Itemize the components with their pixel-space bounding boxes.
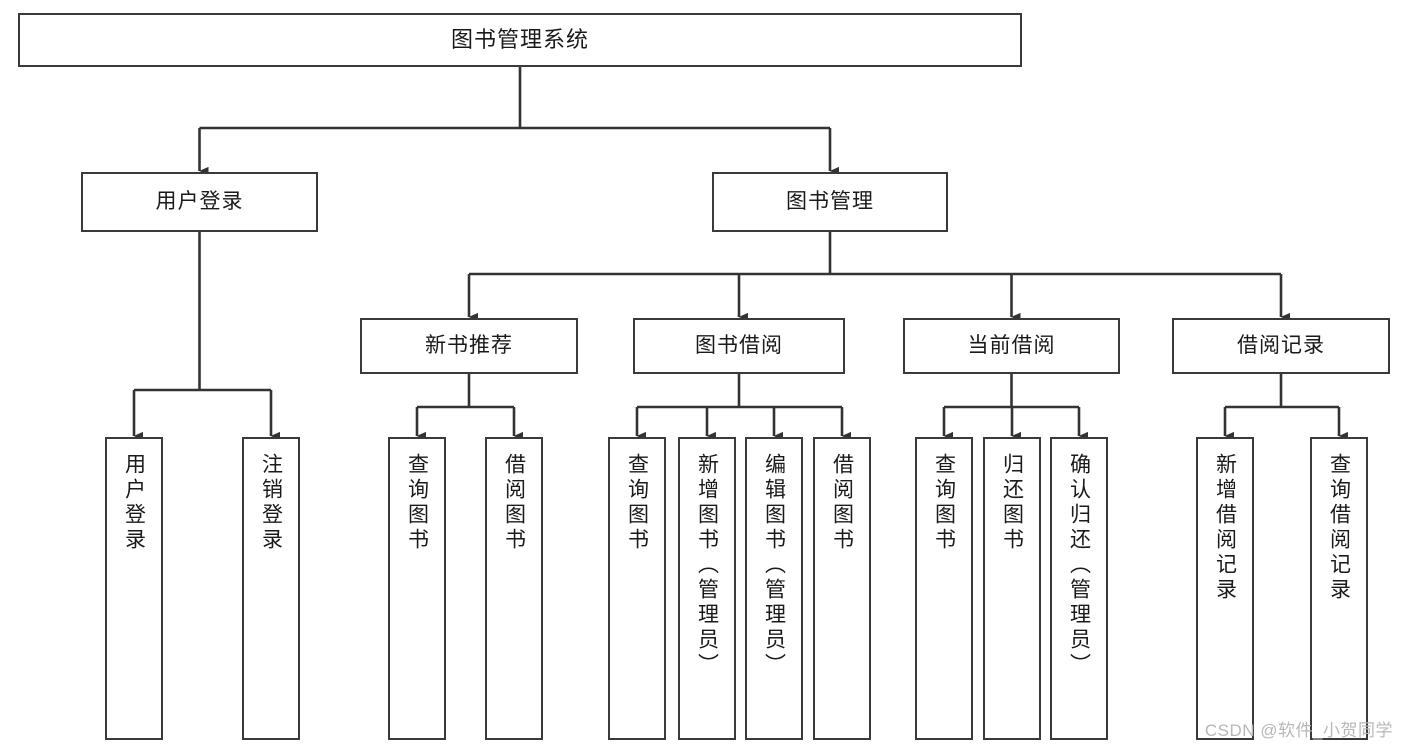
node-leaf-borrow-book-2[interactable]: 借阅图书 <box>813 437 871 740</box>
node-label-leaf-query-book-2: 查询图书 <box>625 453 649 553</box>
node-book-manage[interactable]: 图书管理 <box>712 172 948 232</box>
node-leaf-query-record[interactable]: 查询借阅记录 <box>1310 437 1368 740</box>
node-leaf-query-book-2[interactable]: 查询图书 <box>608 437 666 740</box>
node-current-borrow[interactable]: 当前借阅 <box>903 318 1120 374</box>
node-label-leaf-query-book-3: 查询图书 <box>932 453 956 553</box>
node-leaf-user-logout[interactable]: 注销登录 <box>242 437 300 740</box>
node-leaf-edit-book[interactable]: 编辑图书（管理员） <box>745 437 803 740</box>
node-borrow-record[interactable]: 借阅记录 <box>1172 318 1390 374</box>
node-leaf-confirm-return[interactable]: 确认归还（管理员） <box>1050 437 1108 740</box>
node-label-leaf-add-record: 新增借阅记录 <box>1213 453 1237 603</box>
node-label-leaf-borrow-book-1: 借阅图书 <box>502 453 526 553</box>
node-label-leaf-add-book: 新增图书（管理员） <box>695 453 719 678</box>
node-leaf-borrow-book-1[interactable]: 借阅图书 <box>485 437 543 740</box>
node-label-leaf-edit-book: 编辑图书（管理员） <box>762 453 786 678</box>
node-label-book-manage: 图书管理 <box>786 190 874 214</box>
node-label-book-borrow: 图书借阅 <box>695 334 783 358</box>
node-label-leaf-borrow-book-2: 借阅图书 <box>830 453 854 553</box>
edge-group <box>132 67 1349 441</box>
node-label-leaf-query-record: 查询借阅记录 <box>1327 453 1351 603</box>
node-leaf-add-record[interactable]: 新增借阅记录 <box>1196 437 1254 740</box>
node-label-current-borrow: 当前借阅 <box>967 334 1056 358</box>
node-label-leaf-user-login: 用户登录 <box>122 453 146 553</box>
node-label-leaf-confirm-return: 确认归还（管理员） <box>1067 453 1091 678</box>
node-leaf-add-book[interactable]: 新增图书（管理员） <box>678 437 736 740</box>
node-label-leaf-query-book-1: 查询图书 <box>405 453 429 553</box>
node-label-leaf-user-logout: 注销登录 <box>259 453 283 553</box>
node-user-login[interactable]: 用户登录 <box>81 172 318 232</box>
node-root[interactable]: 图书管理系统 <box>18 13 1022 67</box>
node-label-borrow-record: 借阅记录 <box>1237 334 1325 358</box>
node-label-leaf-return-book: 归还图书 <box>1000 453 1024 553</box>
node-leaf-user-login[interactable]: 用户登录 <box>105 437 163 740</box>
node-leaf-query-book-1[interactable]: 查询图书 <box>388 437 446 740</box>
node-book-borrow[interactable]: 图书借阅 <box>633 318 845 374</box>
node-leaf-query-book-3[interactable]: 查询图书 <box>915 437 973 740</box>
node-label-user-login: 用户登录 <box>155 190 244 214</box>
node-new-book-rec[interactable]: 新书推荐 <box>360 318 578 374</box>
node-label-new-book-rec: 新书推荐 <box>425 334 513 358</box>
node-label-root: 图书管理系统 <box>450 26 589 52</box>
node-leaf-return-book[interactable]: 归还图书 <box>983 437 1041 740</box>
